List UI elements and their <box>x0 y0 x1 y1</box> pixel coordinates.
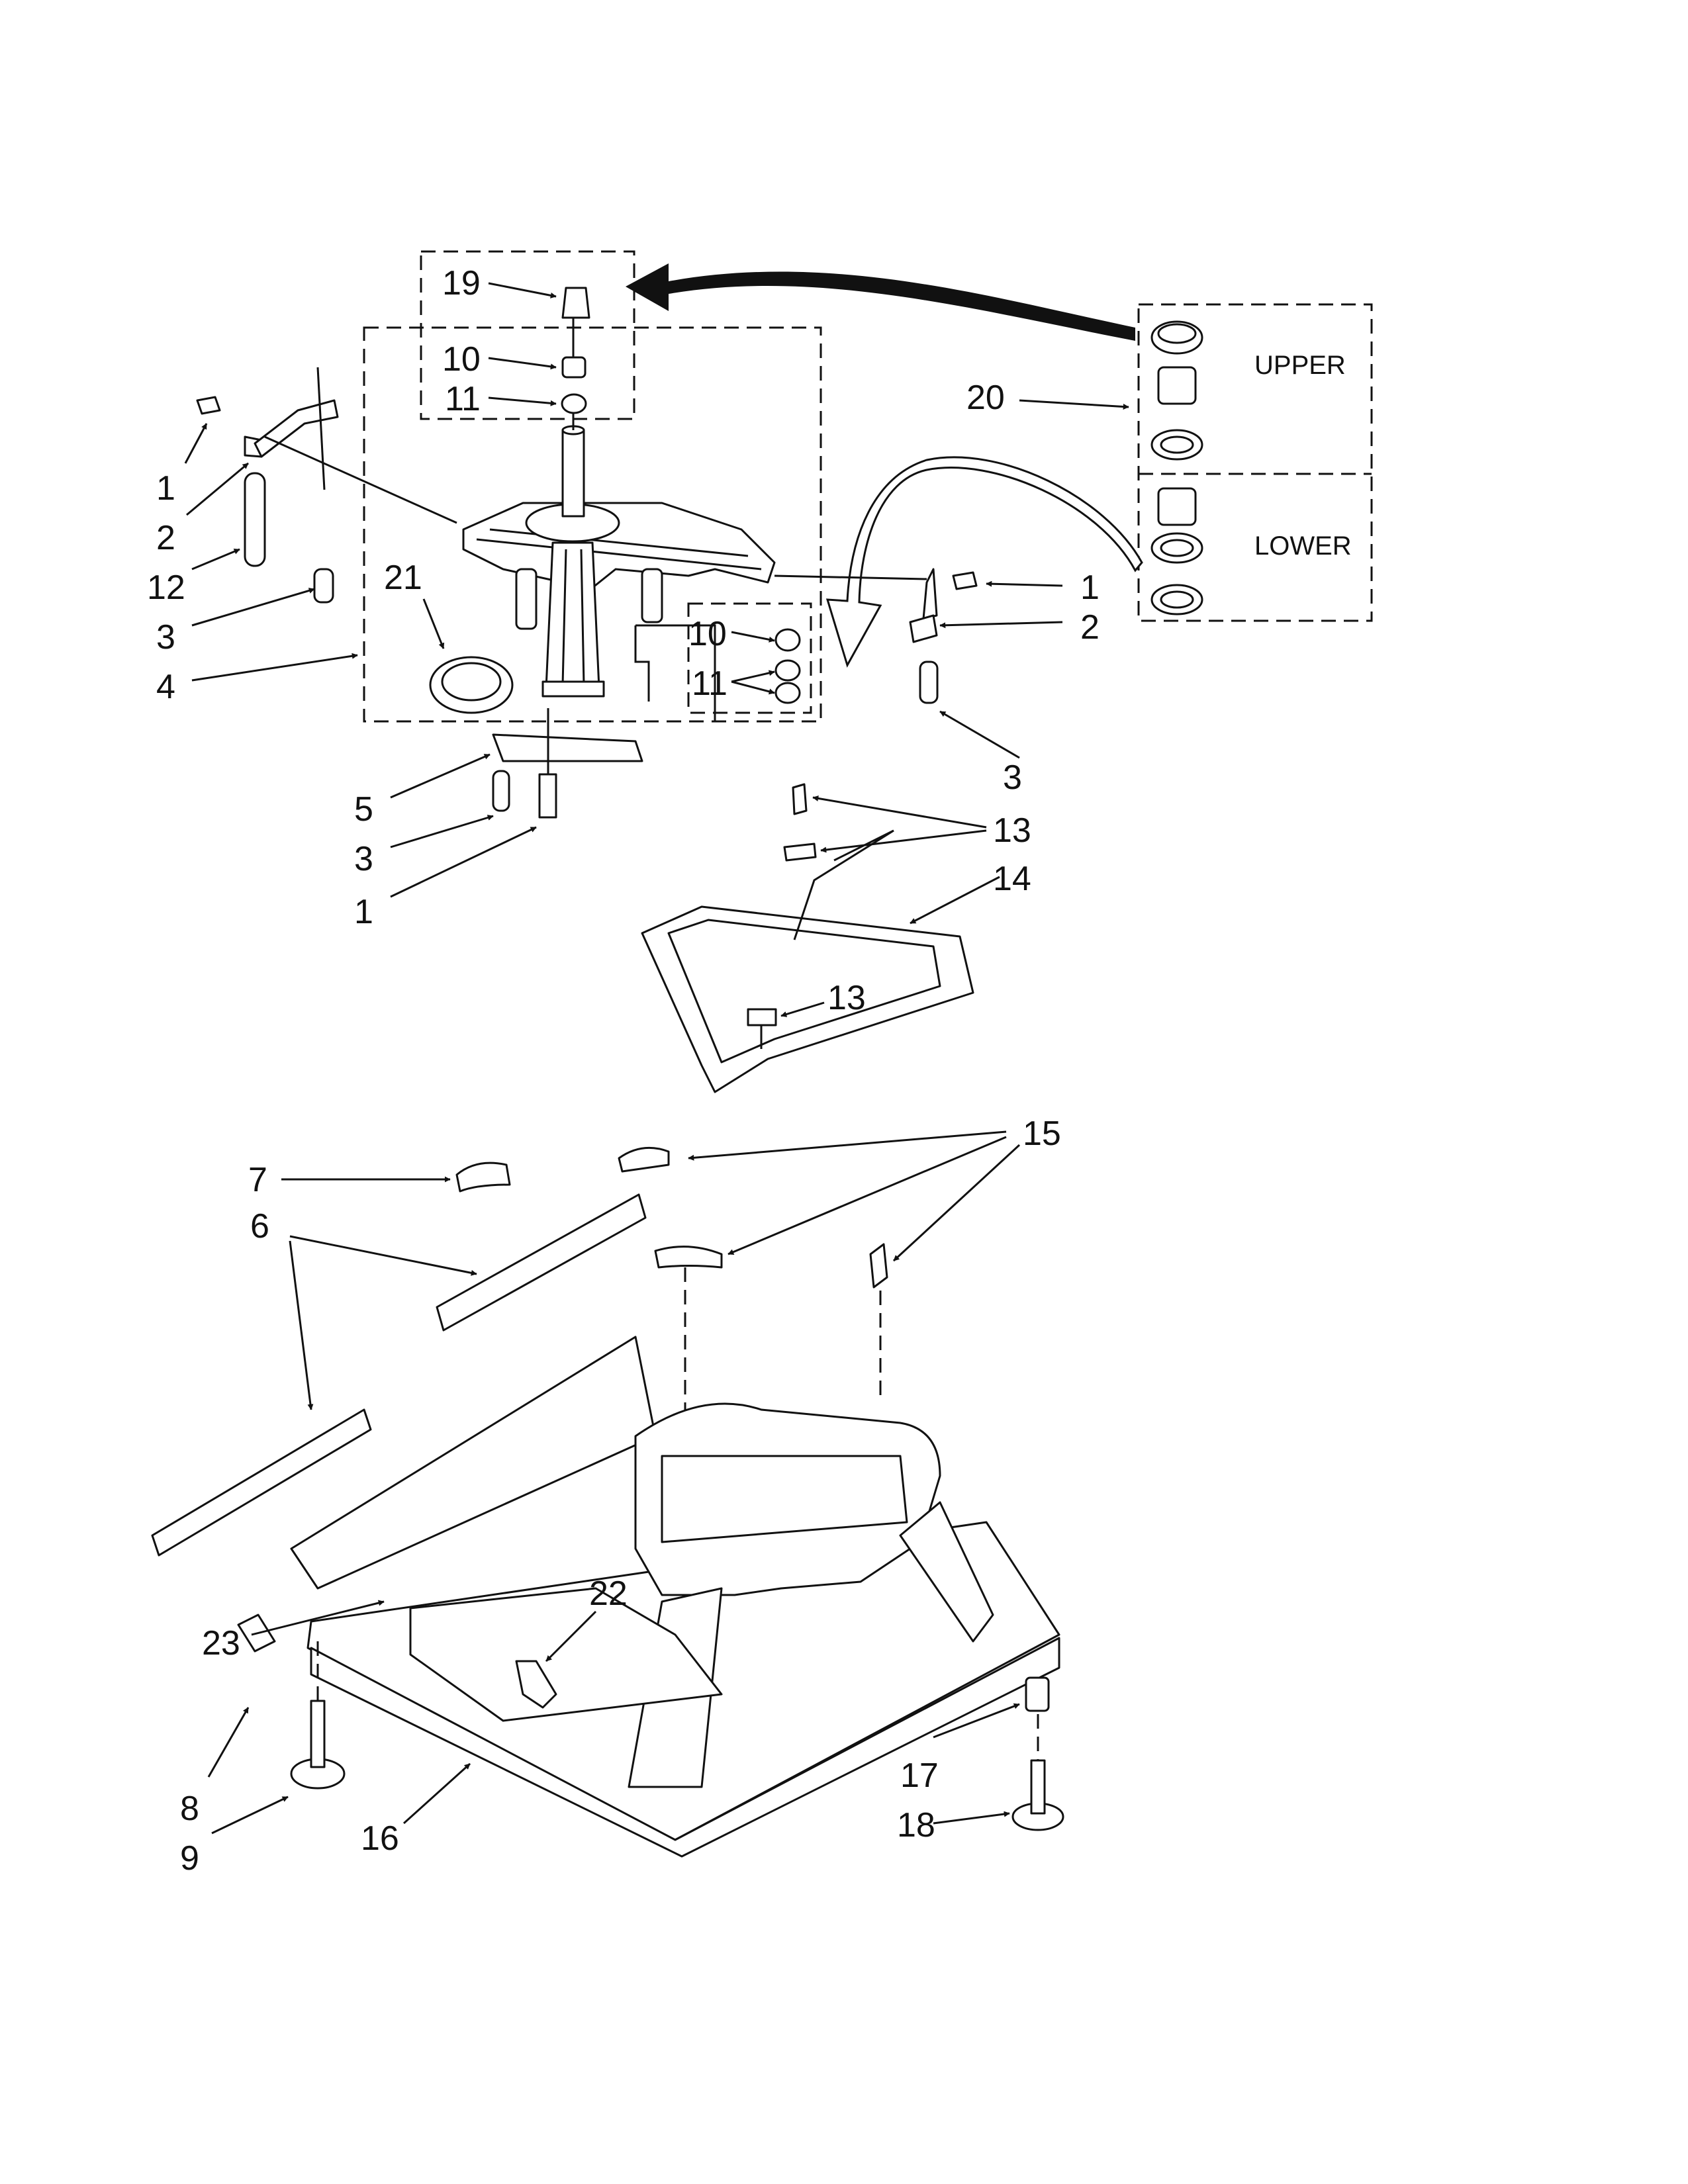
callout-7: 7 <box>248 1161 267 1199</box>
callout-20: 20 <box>966 379 1005 417</box>
side-bearing-box <box>687 602 812 714</box>
callout-13: 13 <box>993 811 1031 850</box>
callout-15: 15 <box>1023 1115 1061 1153</box>
bearing-10-side <box>774 628 801 652</box>
foot-18 <box>1011 1759 1064 1831</box>
center-frame-14 <box>641 783 974 1093</box>
upper-kit-label: UPPER <box>1254 351 1346 380</box>
washer-11-side-a <box>774 659 801 682</box>
lower-kit-curved-arrow <box>825 456 1143 668</box>
callout-3: 3 <box>354 840 373 878</box>
callout-9: 9 <box>180 1839 199 1878</box>
right-suspension-bracket <box>774 568 978 704</box>
washer-11-top <box>561 393 587 414</box>
base-frame-16 <box>290 1336 1060 1858</box>
spacer-17 <box>1025 1676 1050 1712</box>
callout-18: 18 <box>897 1806 935 1844</box>
assembly-group-box <box>363 326 822 723</box>
callout-21: 21 <box>384 559 422 597</box>
leader-lines <box>184 282 1129 1835</box>
cap-15-c <box>869 1243 888 1289</box>
cap-15-a <box>618 1146 670 1173</box>
callout-6: 6 <box>250 1207 269 1246</box>
callout-3: 3 <box>1003 758 1022 797</box>
callout-2: 2 <box>1080 608 1100 647</box>
callout-1: 1 <box>354 893 373 931</box>
top-bearing-kit-box <box>420 250 635 420</box>
callout-10: 10 <box>442 340 481 379</box>
transmission-assembly <box>462 425 776 721</box>
bearing-10-top <box>561 356 586 379</box>
callout-8: 8 <box>180 1790 199 1828</box>
foot-9 <box>290 1700 346 1790</box>
callout-12: 12 <box>147 569 185 607</box>
bearing-19 <box>561 287 590 319</box>
bracket-5 <box>492 708 643 819</box>
callout-22: 22 <box>589 1574 628 1613</box>
bearing-kit-20 <box>1150 320 1203 615</box>
callout-23: 23 <box>202 1624 240 1662</box>
bracket-6-left <box>151 1408 372 1557</box>
callout-1: 1 <box>156 469 175 508</box>
kit-pointer-arrow <box>626 263 1135 341</box>
left-suspension-bracket <box>196 367 457 604</box>
cap-15-b <box>654 1246 723 1269</box>
washer-11-side-b <box>774 682 801 704</box>
callout-13: 13 <box>827 979 866 1017</box>
callout-16: 16 <box>361 1819 399 1858</box>
callout-5: 5 <box>354 790 373 829</box>
callout-11: 11 <box>445 380 481 418</box>
callout-14: 14 <box>993 860 1031 898</box>
callout-10: 10 <box>688 615 727 653</box>
callout-4: 4 <box>156 668 175 706</box>
callout-19: 19 <box>442 264 481 302</box>
bearing-kit-box <box>1137 303 1373 622</box>
callout-17: 17 <box>900 1756 939 1795</box>
bracket-6-top <box>436 1193 647 1332</box>
callout-1: 1 <box>1080 569 1100 607</box>
spring-7 <box>455 1161 511 1193</box>
callout-3: 3 <box>156 618 175 657</box>
callout-numbers: 1 2 12 3 4 19 10 11 21 5 3 1 1 2 10 11 3… <box>147 264 1100 1878</box>
callout-11: 11 <box>692 664 727 703</box>
lower-kit-label: LOWER <box>1254 531 1352 561</box>
seal-ring-21 <box>429 656 514 714</box>
callout-2: 2 <box>156 519 175 557</box>
